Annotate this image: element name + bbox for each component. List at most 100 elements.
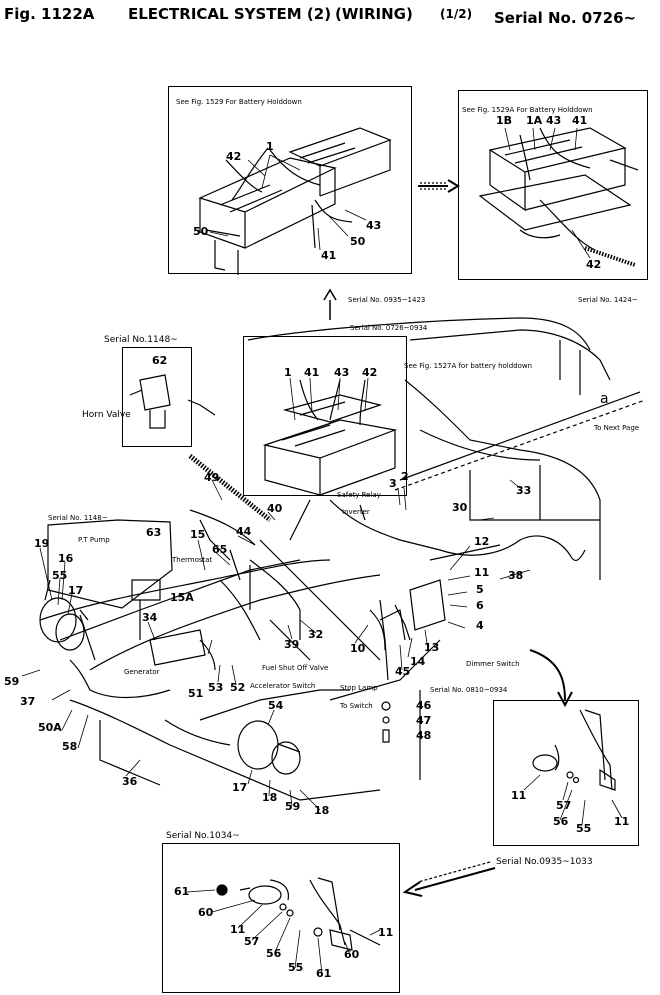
pedal-switch-drawing-a xyxy=(532,709,616,791)
battery-holddown-note-a: See Fig. 1529 For Battery Holddown xyxy=(176,98,302,106)
callout-4: 4 xyxy=(476,619,484,632)
callout-56-b: 56 xyxy=(266,947,282,960)
callout-48: 48 xyxy=(416,729,432,742)
wiring-harness xyxy=(39,391,646,746)
callout-15: 15 xyxy=(190,528,206,541)
callout-40: 40 xyxy=(267,502,283,515)
callout-43-b: 43 xyxy=(546,114,562,127)
callout-59-a: 59 xyxy=(4,675,20,688)
top-left-inset-frame xyxy=(168,86,412,274)
stop-lamp-label: Stop Lamp xyxy=(340,684,378,692)
serial-1034: Serial No.1034~ xyxy=(166,831,240,841)
battery-note-main: See Fig. 1527A for battery holddown xyxy=(404,362,533,370)
callout-56-a: 56 xyxy=(553,815,569,828)
bottom-right-inset-frame xyxy=(493,700,639,846)
callout-36: 36 xyxy=(122,775,138,788)
callout-18-b: 18 xyxy=(314,804,330,817)
horn-valve-drawing xyxy=(129,374,171,429)
callout-5: 5 xyxy=(476,583,484,596)
callout-39: 39 xyxy=(284,638,300,651)
callout-55-c: 55 xyxy=(288,961,304,974)
generator-label: Generator xyxy=(124,668,160,676)
callout-13: 13 xyxy=(424,641,440,654)
serial-0935-1033: Serial No.0935~1033 xyxy=(496,857,593,867)
bottom-left-inset-frame xyxy=(162,843,400,993)
callout-32: 32 xyxy=(308,628,324,641)
battery-pair-drawing-c xyxy=(262,379,398,496)
callout-17-a: 17 xyxy=(68,584,84,597)
callout-50A: 50A xyxy=(38,721,62,734)
callout-11-e: 11 xyxy=(378,926,394,939)
callout-44: 44 xyxy=(236,525,252,538)
figure-number: Fig. 1122A xyxy=(4,5,95,23)
callout-50-b: 50 xyxy=(350,235,366,248)
callout-65: 65 xyxy=(212,543,228,556)
callout-60-a: 60 xyxy=(198,906,214,919)
to-next-page-label: To Next Page xyxy=(594,424,640,432)
callout-33: 33 xyxy=(516,484,532,497)
fuel-shut-off-label: Fuel Shut Off Valve xyxy=(262,664,329,672)
callout-11-b: 11 xyxy=(511,789,527,802)
callout-3: 3 xyxy=(389,477,397,490)
callout-60-b: 60 xyxy=(344,948,360,961)
callout-34: 34 xyxy=(142,611,158,624)
serial-0810-0934: Serial No. 0810~0934 xyxy=(430,686,508,694)
serial-0726-0934: Serial No. 0726~0934 xyxy=(350,324,428,332)
callout-42-a: 42 xyxy=(226,150,242,163)
callout-19: 19 xyxy=(34,537,50,550)
top-right-inset-frame xyxy=(458,90,648,280)
callout-42-c: 42 xyxy=(362,366,378,379)
callout-43-c: 43 xyxy=(334,366,350,379)
callout-59-b: 59 xyxy=(285,800,301,813)
callout-30: 30 xyxy=(452,501,468,514)
callout-61-a: 61 xyxy=(174,885,190,898)
battery-pair-drawing-b xyxy=(478,127,639,251)
callout-57-a: 57 xyxy=(556,799,572,812)
callout-54: 54 xyxy=(268,699,284,712)
battery-inset-frame xyxy=(243,336,407,496)
callout-6: 6 xyxy=(476,599,484,612)
callout-43-a: 43 xyxy=(366,219,382,232)
callout-1: 1 xyxy=(266,140,274,153)
callout-50-a: 50 xyxy=(193,225,209,238)
callout-47: 47 xyxy=(416,714,432,727)
callout-63: 63 xyxy=(146,526,162,539)
callout-41-c: 41 xyxy=(304,366,320,379)
serial-1424: Serial No. 1424~ xyxy=(578,296,638,304)
serial-1148-pump: Serial No. 1148~ xyxy=(48,514,108,522)
to-switch-label: To Switch xyxy=(340,702,373,710)
callout-37: 37 xyxy=(20,695,36,708)
callout-2: 2 xyxy=(401,470,409,483)
thermostat-label: Thermostat xyxy=(172,556,213,564)
wiring-subtitle: (WIRING) xyxy=(335,5,413,23)
callout-53: 53 xyxy=(208,681,224,694)
callout-11-d: 11 xyxy=(230,923,246,936)
battery-holddown-note-b: See Fig. 1529A For Battery Holddown xyxy=(462,106,593,114)
callout-49: 49 xyxy=(204,471,220,484)
machine-body-outline xyxy=(59,317,611,801)
callout-42-b: 42 xyxy=(586,258,602,271)
callout-11-a: 11 xyxy=(474,566,490,579)
callout-58: 58 xyxy=(62,740,78,753)
figure-title: ELECTRICAL SYSTEM (2) xyxy=(128,5,332,23)
callout-15A: 15A xyxy=(170,591,194,604)
callout-38: 38 xyxy=(508,569,524,582)
callout-61-b: 61 xyxy=(316,967,332,980)
callout-14: 14 xyxy=(410,655,426,668)
dimmer-switch-label: Dimmer Switch xyxy=(466,660,520,668)
sheet-indicator: (1/2) xyxy=(440,7,473,21)
callout-51: 51 xyxy=(188,687,204,700)
serial-0935-1423: Serial No. 0935~1423 xyxy=(348,296,426,304)
horn-valve-label: Horn Valve xyxy=(82,410,131,420)
callout-17-b: 17 xyxy=(232,781,248,794)
accelerator-switch-label: Accelerator Switch xyxy=(250,682,316,690)
pedal-switch-drawing-b xyxy=(216,877,381,951)
callout-46: 46 xyxy=(416,699,432,712)
callout-41-b: 41 xyxy=(572,114,588,127)
inverter-label: Inverter xyxy=(342,508,370,516)
pt-pump-label: P.T Pump xyxy=(78,536,110,544)
callout-12: 12 xyxy=(474,535,490,548)
callout-41-a: 41 xyxy=(321,249,337,262)
